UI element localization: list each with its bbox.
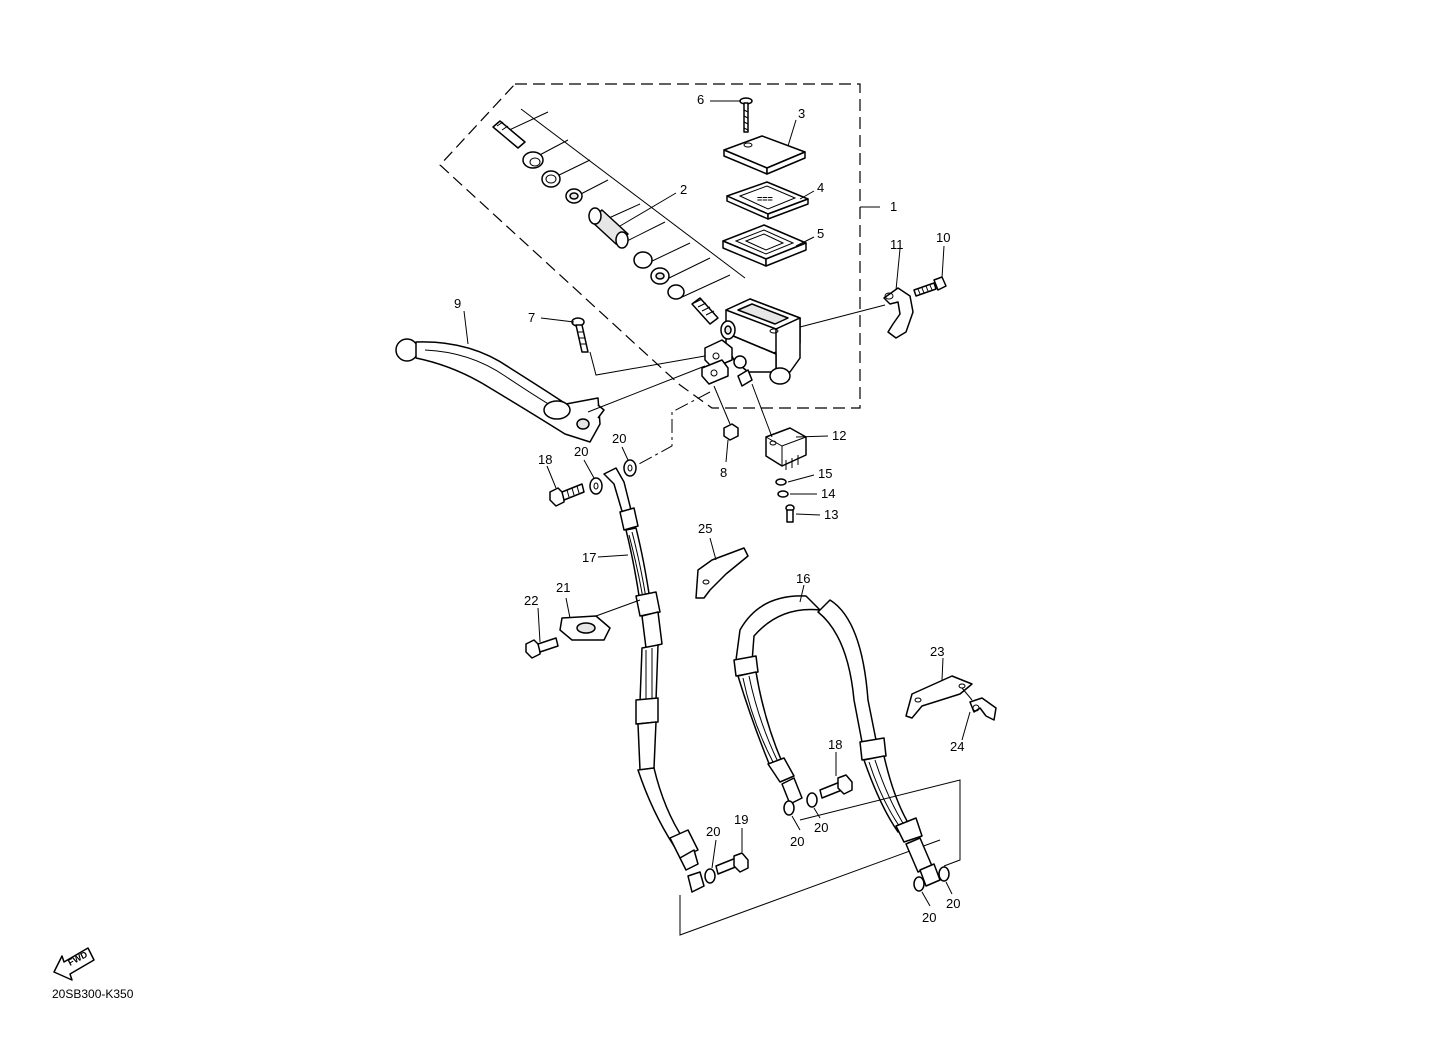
callout-20-upper-right: 20 [612, 431, 626, 446]
callout-20-caliper-left: 20 [922, 910, 936, 925]
hose-holder [905, 675, 973, 719]
callout-3: 3 [798, 106, 805, 121]
callout-14: 14 [821, 486, 835, 501]
callout-7: 7 [528, 310, 535, 325]
callout-20-mid-right: 20 [814, 820, 828, 835]
union-bolt-lower-left [715, 852, 749, 875]
callout-labels: 1 2 3 4 5 6 7 8 9 10 11 12 13 14 15 16 1… [454, 92, 964, 925]
fwd-arrow: FWD [53, 947, 95, 981]
piston-kit [492, 120, 719, 325]
lever-nut-axis-line [713, 385, 731, 425]
brake-lever [395, 338, 605, 443]
pivot-bolt-axis-line [589, 351, 706, 376]
callout-20-caliper-right: 20 [946, 896, 960, 911]
hose-clamp [559, 615, 611, 641]
reservoir-cap [723, 135, 806, 175]
holder-axis-line [799, 304, 886, 328]
union-bolt-lower-right [819, 774, 853, 799]
circlip [541, 170, 561, 188]
switch-lock-washer-14 [777, 490, 789, 498]
callout-19: 19 [734, 812, 748, 827]
callout-10: 10 [936, 230, 950, 245]
copper-washer-upper-2 [623, 459, 637, 477]
callout-24: 24 [950, 739, 964, 754]
reservoir-screw [739, 97, 753, 133]
clamp-bolt [525, 637, 559, 659]
copper-washer-mid-1 [783, 800, 795, 816]
callout-20-mid-left: 20 [790, 834, 804, 849]
callout-17: 17 [582, 550, 596, 565]
callout-23: 23 [930, 644, 944, 659]
copper-washer-mid-2 [806, 792, 818, 808]
master-cylinder-holder [883, 287, 914, 339]
cup-seal [633, 251, 653, 269]
callout-11: 11 [890, 237, 904, 252]
lower-right-center-line [799, 779, 961, 867]
callout-leaders [463, 100, 971, 907]
callout-18-lower: 18 [828, 737, 842, 752]
hose-clip [969, 697, 997, 721]
callout-4: 4 [817, 180, 824, 195]
banjo-center-line [627, 391, 711, 471]
callout-12: 12 [832, 428, 846, 443]
callout-20-lower-left: 20 [706, 824, 720, 839]
brake-hose-1 [603, 467, 705, 893]
callout-13: 13 [824, 507, 838, 522]
callout-21: 21 [556, 580, 570, 595]
push-rod [492, 120, 526, 149]
assembly-boundary [439, 83, 861, 409]
diaphragm-plate: === [726, 181, 809, 220]
union-bolt-upper [549, 483, 585, 507]
copper-washer-lower-left [704, 868, 716, 884]
callout-16: 16 [796, 571, 810, 586]
callout-18-upper: 18 [538, 452, 552, 467]
piston-kit-guides [504, 108, 746, 299]
callout-22: 22 [524, 593, 538, 608]
spring-seat [667, 284, 685, 300]
lower-left-center-line [679, 839, 941, 936]
banjo-outlet [733, 355, 747, 369]
callout-6: 6 [697, 92, 704, 107]
switch-axis-line [751, 383, 773, 438]
callout-9: 9 [454, 296, 461, 311]
callout-5: 5 [817, 226, 824, 241]
switch-screw [785, 504, 795, 523]
callout-15: 15 [818, 466, 832, 481]
lever-nut [723, 423, 739, 441]
lever-axis-line [587, 365, 706, 413]
svg-text:===: === [757, 194, 773, 204]
diagram-reference-code: 20SB300-K350 [52, 987, 134, 1001]
switch-washer-15 [775, 478, 787, 486]
dust-boot [522, 151, 544, 169]
copper-washer-caliper-1 [913, 876, 925, 892]
spring [691, 297, 719, 325]
callout-1: 1 [890, 199, 897, 214]
callout-8: 8 [720, 465, 727, 480]
switch-mount-tab [737, 369, 753, 387]
holder-bolt [913, 276, 947, 297]
callout-25: 25 [698, 521, 712, 536]
clip-axis-line [961, 687, 973, 701]
fwd-arrow-icon [53, 947, 95, 981]
clamp-axis-line [595, 599, 641, 617]
callout-20-upper-left: 20 [574, 444, 588, 459]
brake-hose-2 [733, 595, 941, 887]
piston [588, 207, 629, 249]
copper-washer-upper-1 [589, 477, 603, 495]
callout-2: 2 [680, 182, 687, 197]
copper-washer-caliper-2 [938, 866, 950, 882]
diaphragm [722, 224, 807, 267]
hose-guide [695, 547, 749, 599]
master-cylinder-body [701, 298, 801, 387]
lever-pivot-bolt [571, 317, 589, 353]
brake-light-switch [765, 427, 807, 470]
